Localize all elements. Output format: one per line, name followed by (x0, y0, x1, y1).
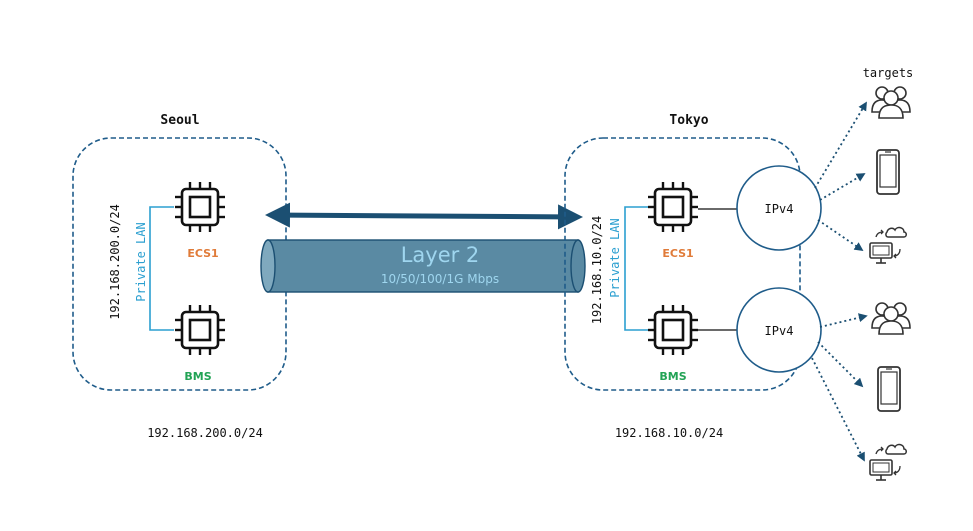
seoul-boundary (72, 137, 287, 391)
ipv4-gateway-bottom (736, 287, 822, 373)
seoul-ecs1-cpu-chip-icon (173, 180, 227, 234)
seoul-subnet-vertical: 192.168.200.0/24 (108, 204, 122, 320)
seoul-bms-cpu-chip-icon (173, 303, 227, 357)
users-group-icon-top (871, 86, 911, 119)
seoul-bms-label: BMS (184, 370, 211, 383)
dotted-link-bottom-users (819, 313, 868, 328)
seoul-private-lan-label: Private LAN (134, 222, 148, 301)
tokyo-subnet-bottom: 192.168.10.0/24 (615, 426, 723, 440)
users-group-icon-bottom (871, 302, 911, 335)
tokyo-boundary (564, 137, 801, 391)
tokyo-ecs1-label: ECS1 (662, 247, 693, 260)
layer2-bidirectional-arrow (265, 202, 583, 230)
tokyo-bms-label: BMS (659, 370, 686, 383)
targets-label: targets (863, 66, 914, 80)
desktop-cloud-sync-icon-top (869, 226, 908, 264)
layer2-speeds: 10/50/100/1G Mbps (381, 272, 499, 286)
dotted-link-top-mobile (819, 173, 866, 201)
tokyo-private-lan-label: Private LAN (608, 218, 622, 297)
tokyo-lan-line (624, 206, 648, 331)
desktop-cloud-sync-icon-bottom (869, 443, 908, 481)
seoul-title: Seoul (160, 113, 199, 128)
layer2-tunnel-pipe (260, 239, 586, 293)
tokyo-ecs1-cpu-chip-icon (646, 180, 700, 234)
dotted-link-top-desktop (817, 219, 864, 252)
layer2-title: Layer 2 (401, 243, 480, 267)
ipv4-gateway-bottom-label: IPv4 (765, 324, 794, 338)
ipv4-gateway-top (736, 165, 822, 251)
dotted-link-top-users (814, 101, 867, 189)
tokyo-title: Tokyo (669, 113, 708, 128)
mobile-phone-icon-bottom (877, 366, 901, 412)
seoul-ecs1-label: ECS1 (187, 247, 218, 260)
dotted-link-bottom-mobile (817, 341, 864, 388)
dotted-link-bottom-desktop (811, 357, 865, 462)
tokyo-bms-cpu-chip-icon (646, 303, 700, 357)
seoul-lan-line (149, 206, 174, 331)
ipv4-gateway-top-label: IPv4 (765, 202, 794, 216)
tokyo-subnet-vertical: 192.168.10.0/24 (590, 216, 604, 324)
mobile-phone-icon-top (876, 149, 900, 195)
seoul-subnet-bottom: 192.168.200.0/24 (147, 426, 263, 440)
